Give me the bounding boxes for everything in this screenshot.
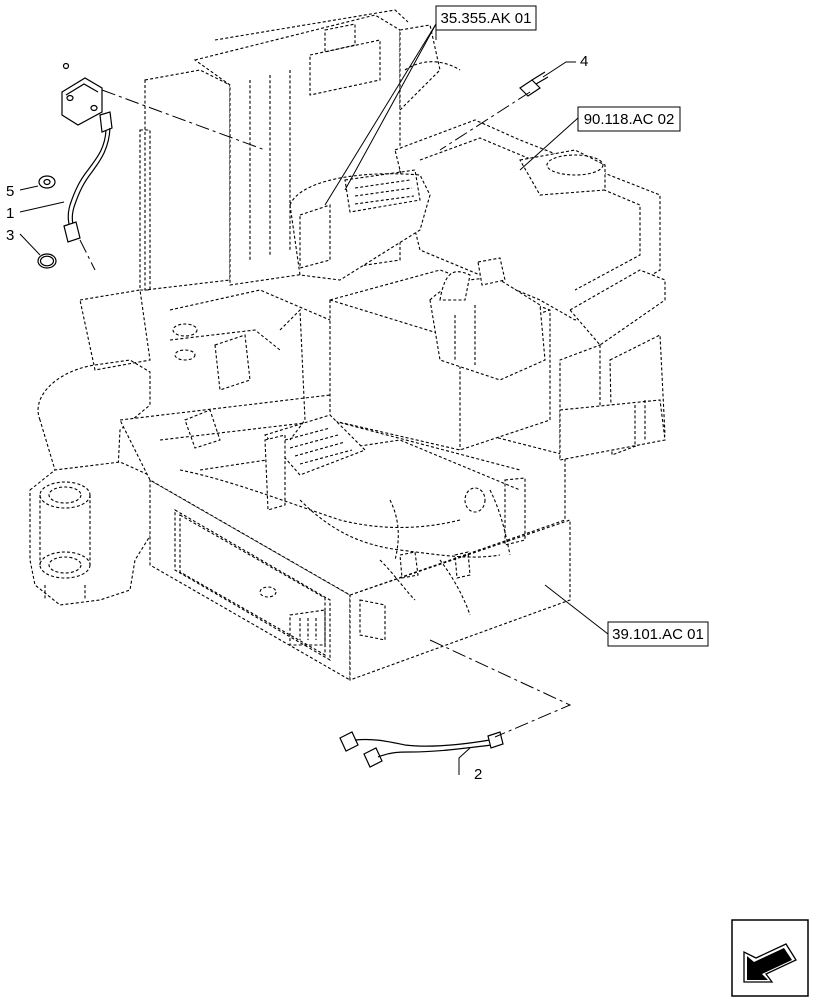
ref-label-90118: 90.118.AC 02 [584,111,675,128]
ref-label-39101: 39.101.AC 01 [612,626,704,643]
leader-lines [19,23,609,775]
machine-frame [29,9,666,681]
harness-part-2 [339,731,504,768]
connector-part-4 [519,71,549,97]
callout-2: 2 [474,766,482,783]
sensor-assembly [37,62,113,269]
next-page-arrow-icon[interactable] [731,919,809,997]
phantom-lines [79,89,572,738]
ref-label-35355: 35.355.AK 01 [441,10,532,27]
callout-5: 5 [6,183,14,200]
callout-3: 3 [6,227,14,244]
ref-box-39101[interactable]: 39.101.AC 01 [607,621,709,647]
callout-1: 1 [6,205,14,222]
ref-box-35355[interactable]: 35.355.AK 01 [435,5,537,31]
callout-4: 4 [580,53,588,70]
ref-box-90118[interactable]: 90.118.AC 02 [577,106,681,132]
